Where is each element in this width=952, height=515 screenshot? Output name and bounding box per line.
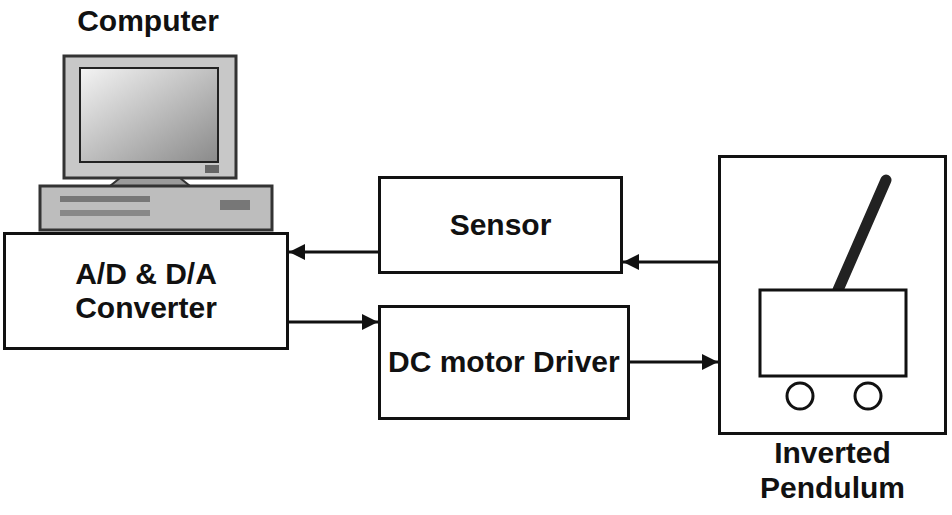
system-box: Inverted Pendulum	[718, 155, 947, 435]
process-box: Sensor	[378, 176, 623, 274]
pendulum-illustration	[760, 180, 906, 409]
process-box: DC motor Driver	[378, 305, 630, 420]
device-label: Computer	[77, 4, 219, 38]
signal-arrow	[289, 321, 378, 324]
process-box: A/D & D/A Converter	[3, 232, 289, 350]
node-label: A/D & D/A Converter	[6, 257, 286, 326]
signal-arrow	[289, 251, 378, 254]
computer-illustration	[40, 56, 272, 230]
signal-arrow	[630, 361, 718, 364]
signal-arrow	[623, 261, 718, 264]
node-label: Sensor	[450, 208, 552, 243]
node-label: Inverted Pendulum	[701, 436, 952, 505]
node-label: DC motor Driver	[388, 345, 620, 380]
